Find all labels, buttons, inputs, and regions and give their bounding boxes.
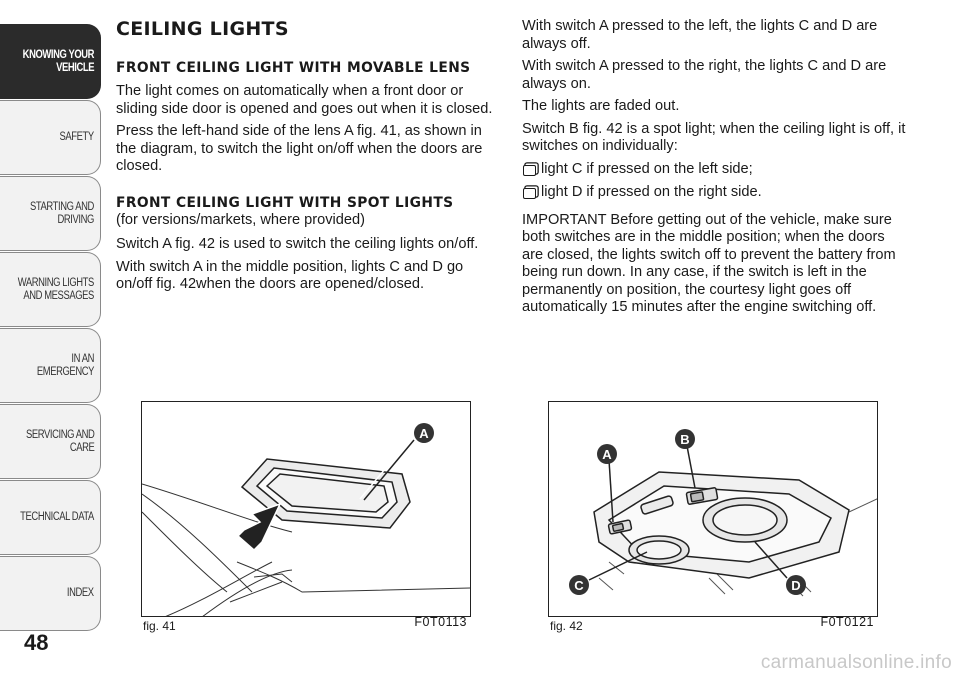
tab-safety[interactable]: SAFETY: [0, 100, 101, 175]
ceiling-light-lens-drawing: A: [142, 423, 470, 616]
spot-lights-drawing: A B C D: [569, 429, 877, 597]
section-heading-movable-lens: FRONT CEILING LIGHT WITH MOVABLE LENS: [116, 60, 471, 76]
tab-technical-data[interactable]: TECHNICAL DATA: [0, 480, 101, 555]
section-heading-spot-lights: FRONT CEILING LIGHT WITH SPOT LIGHTS: [116, 194, 454, 211]
callout-b: B: [680, 432, 689, 447]
callout-a: A: [602, 447, 612, 462]
important-note: IMPORTANT Before getting out of the vehi…: [522, 211, 896, 316]
callout-d: D: [791, 578, 800, 593]
chapter-tabs: KNOWING YOUR VEHICLE SAFETY STARTING AND…: [0, 24, 101, 632]
paragraph: With switch A pressed to the right, the …: [522, 58, 887, 92]
figure-41-illustration: A: [141, 401, 471, 617]
watermark: carmanualsonline.info: [760, 652, 952, 673]
tab-in-an-emergency[interactable]: IN AN EMERGENCY: [0, 328, 101, 403]
figure-42: A B C D fig. 42 F0T0121: [548, 401, 878, 635]
tab-index[interactable]: INDEX: [0, 556, 101, 631]
paragraph: Press the left-hand side of the lens A f…: [116, 123, 483, 174]
list-item: light C if pressed on the left side;: [522, 161, 907, 179]
figure-42-illustration: A B C D: [548, 401, 878, 617]
list-item: light D if pressed on the right side.: [522, 184, 907, 202]
figure-41: A fig. 41 F0T0113: [141, 401, 471, 635]
callout-c: C: [574, 578, 584, 593]
page-title: CEILING LIGHTS: [116, 18, 289, 40]
paragraph: With switch A pressed to the left, the l…: [522, 18, 878, 52]
bullet-list: light C if pressed on the left side; lig…: [522, 161, 907, 202]
paragraph: The light comes on automatically when a …: [116, 83, 493, 117]
callout-a: A: [419, 426, 429, 441]
paragraph: The lights are faded out.: [522, 98, 680, 114]
paragraph: With switch A in the middle position, li…: [116, 258, 464, 293]
paragraph: Switch A fig. 42 is used to switch the c…: [116, 236, 479, 252]
figure-caption: fig. 42: [550, 619, 583, 633]
right-column: With switch A pressed to the left, the l…: [522, 18, 907, 322]
tab-warning-lights[interactable]: WARNING LIGHTS AND MESSAGES: [0, 252, 101, 327]
tab-knowing-your-vehicle[interactable]: KNOWING YOUR VEHICLE: [0, 24, 101, 99]
tab-starting-and-driving[interactable]: STARTING AND DRIVING: [0, 176, 101, 251]
figure-code: F0T0113: [414, 615, 467, 629]
page-number: 48: [24, 630, 49, 655]
left-column: CEILING LIGHTS FRONT CEILING LIGHT WITH …: [116, 18, 496, 299]
figure-code: F0T0121: [820, 615, 874, 629]
tab-servicing-and-care[interactable]: SERVICING AND CARE: [0, 404, 101, 479]
figure-caption: fig. 41: [143, 619, 176, 633]
paragraph: Switch B fig. 42 is a spot light; when t…: [522, 120, 906, 155]
section-note: (for versions/markets, where provided): [116, 211, 365, 228]
